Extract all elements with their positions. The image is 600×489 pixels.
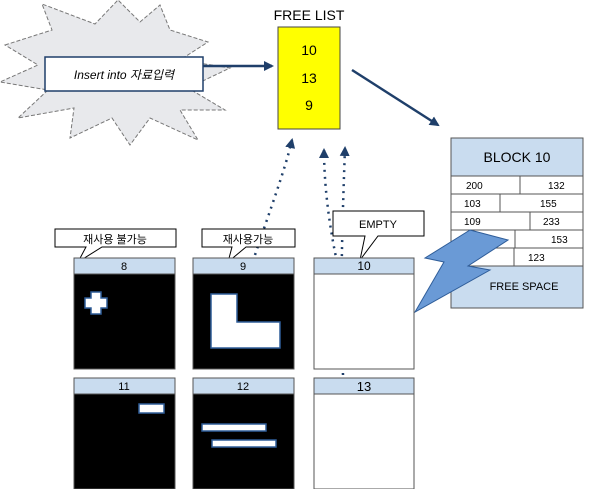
callout-no-reuse: 재사용 불가능 (54, 228, 177, 264)
page-13: 13 (313, 377, 415, 489)
insert-box: Insert into 자료입력 (44, 56, 204, 92)
block-cell: 123 (528, 253, 545, 264)
block-box: BLOCK 10 200 132 103 155 109 233 153 123… (450, 137, 584, 309)
block-cell: 233 (543, 217, 560, 228)
free-list-entry: 10 (301, 42, 317, 58)
callout-text: 재사용가능 (223, 233, 274, 246)
page-label: 12 (237, 381, 249, 393)
callout-text: EMPTY (359, 219, 398, 231)
free-list-title: FREE LIST (274, 7, 345, 23)
block-free-space: FREE SPACE (490, 281, 559, 293)
page-label: 10 (357, 259, 371, 273)
page-8: 8 (73, 257, 176, 370)
block-cell: 200 (466, 181, 483, 192)
page-9: 9 (192, 257, 295, 370)
plus-shape (84, 291, 108, 315)
free-list-to-block-arrow (351, 68, 440, 127)
page-label: 8 (121, 261, 127, 273)
block-cell: 132 (548, 181, 565, 192)
block-cell: 109 (464, 217, 481, 228)
bar-shape (211, 439, 277, 448)
block-cell: 155 (540, 199, 557, 210)
callout-text: 재사용 불가능 (83, 233, 147, 246)
free-list-box: 10 13 9 (277, 26, 341, 130)
bar-shape (138, 403, 165, 414)
page-11: 11 (73, 377, 176, 489)
callout-reuse: 재사용가능 (201, 228, 296, 264)
page-label: 11 (118, 381, 129, 393)
lightning-bolt-icon (413, 229, 510, 314)
page-label: 13 (357, 379, 371, 394)
page-label: 9 (240, 261, 246, 273)
callout-empty: EMPTY (332, 210, 425, 261)
page-10: 10 (313, 257, 415, 370)
block-title: BLOCK 10 (484, 149, 551, 165)
block-cell: 153 (551, 235, 568, 246)
block-cell: 103 (464, 199, 481, 210)
l-shape (210, 293, 281, 349)
free-list-entry: 9 (305, 97, 313, 113)
insert-label: Insert into 자료입력 (74, 68, 176, 82)
free-list-entry: 13 (301, 70, 317, 86)
bar-shape (201, 423, 267, 432)
page-12: 12 (192, 377, 295, 489)
